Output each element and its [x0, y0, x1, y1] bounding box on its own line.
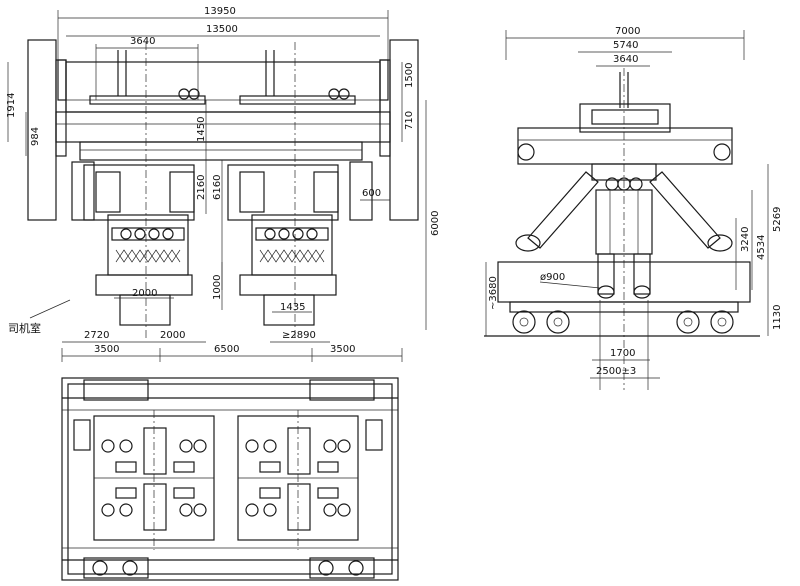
dim-height-6000: 6000: [430, 211, 441, 236]
front-view: 13950 13500 3640: [6, 6, 441, 362]
dim-height-1000: 1000: [212, 275, 223, 300]
dim-height-710: 710: [404, 111, 415, 130]
dim-side-1130: 1130: [772, 305, 783, 330]
dim-side-4534: 4534: [756, 235, 767, 260]
dim-width-2720: 2720: [84, 330, 109, 341]
dim-side-5740: 5740: [613, 40, 638, 51]
dim-side-3640: 3640: [613, 54, 638, 65]
dim-width-2000-lower: 2000: [160, 330, 185, 341]
dim-height-6160: 6160: [212, 175, 223, 200]
dim-side-1700: 1700: [610, 348, 635, 359]
dim-width-3500-right: 3500: [330, 344, 355, 355]
dim-width-2000-upper: 2000: [132, 288, 157, 299]
dim-beam-span: 13500: [206, 24, 238, 35]
dim-width-6500: 6500: [214, 344, 239, 355]
dim-overall-width: 13950: [204, 6, 236, 17]
dim-trolley-gauge: 3640: [130, 36, 155, 47]
dim-width-3500-left: 3500: [94, 344, 119, 355]
dim-width-1435: 1435: [280, 302, 305, 313]
dim-width-600: 600: [362, 188, 381, 199]
dim-side-3240: 3240: [740, 227, 751, 252]
dim-height-2160: 2160: [196, 175, 207, 200]
dim-side-5269: 5269: [772, 207, 783, 232]
dim-side-overall: 7000: [615, 26, 640, 37]
cab-label: 司机室: [8, 321, 41, 335]
dim-diameter-900: ø900: [540, 272, 565, 283]
dim-height-1914: 1914: [6, 93, 17, 118]
dim-side-3680: ~3680: [488, 276, 499, 310]
dim-height-1500: 1500: [404, 63, 415, 88]
dim-side-2500: 2500±3: [596, 366, 636, 377]
dim-width-2890: ≥2890: [282, 330, 316, 341]
side-view: 7000 5740 3640 ø9: [484, 26, 783, 390]
dim-height-984: 984: [30, 127, 41, 146]
dim-height-1450: 1450: [196, 117, 207, 142]
plan-view: [61, 377, 399, 581]
